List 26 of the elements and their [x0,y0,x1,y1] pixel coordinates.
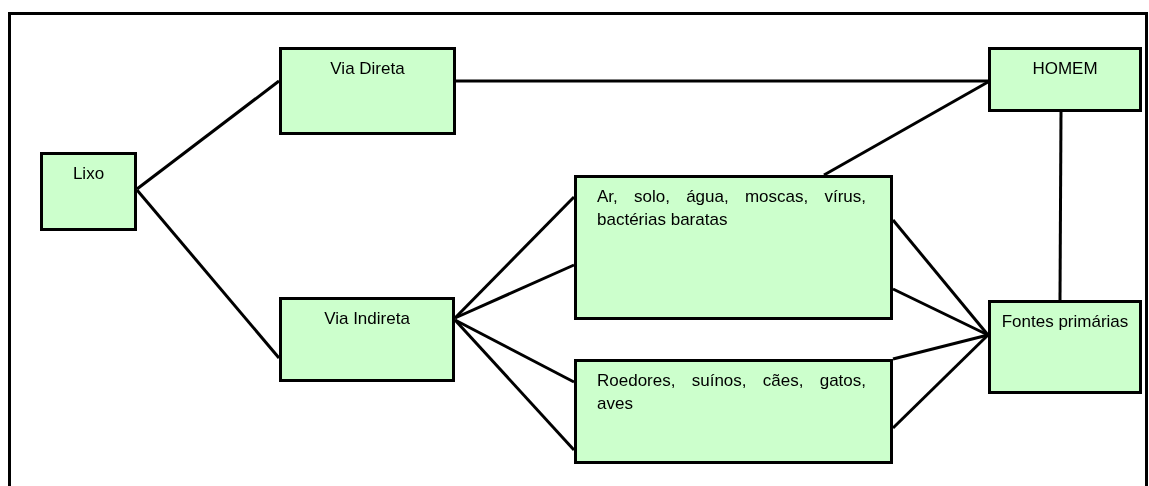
connector-line [891,219,990,336]
box-text: Ar, solo, água, moscas, vírus, bactérias baratas [597,186,866,231]
box-text: Fontes primárias [1000,311,1130,333]
box-text: HOMEM [1031,58,1099,80]
process-box [40,152,137,231]
box-text: Via Indireta [323,308,411,330]
connector-line [454,263,575,320]
process-box [988,300,1142,394]
connector-line [1058,112,1063,300]
connector-line [135,189,281,359]
connector-line [891,333,990,430]
connector-line [456,79,988,83]
connector-line [453,319,576,451]
process-box [279,47,456,135]
box-text: Via Direta [329,58,406,80]
box-text: Lixo [71,163,106,185]
connector-line [136,79,280,191]
process-box [574,359,893,464]
connector-line [454,318,575,384]
connector-line [892,333,989,361]
box-text: Roedores, suínos, cães, gatos, aves [597,370,866,415]
connector-line [823,80,989,177]
process-box [279,297,455,382]
process-box [988,47,1142,112]
connector-line [892,287,989,337]
process-box [574,175,893,320]
